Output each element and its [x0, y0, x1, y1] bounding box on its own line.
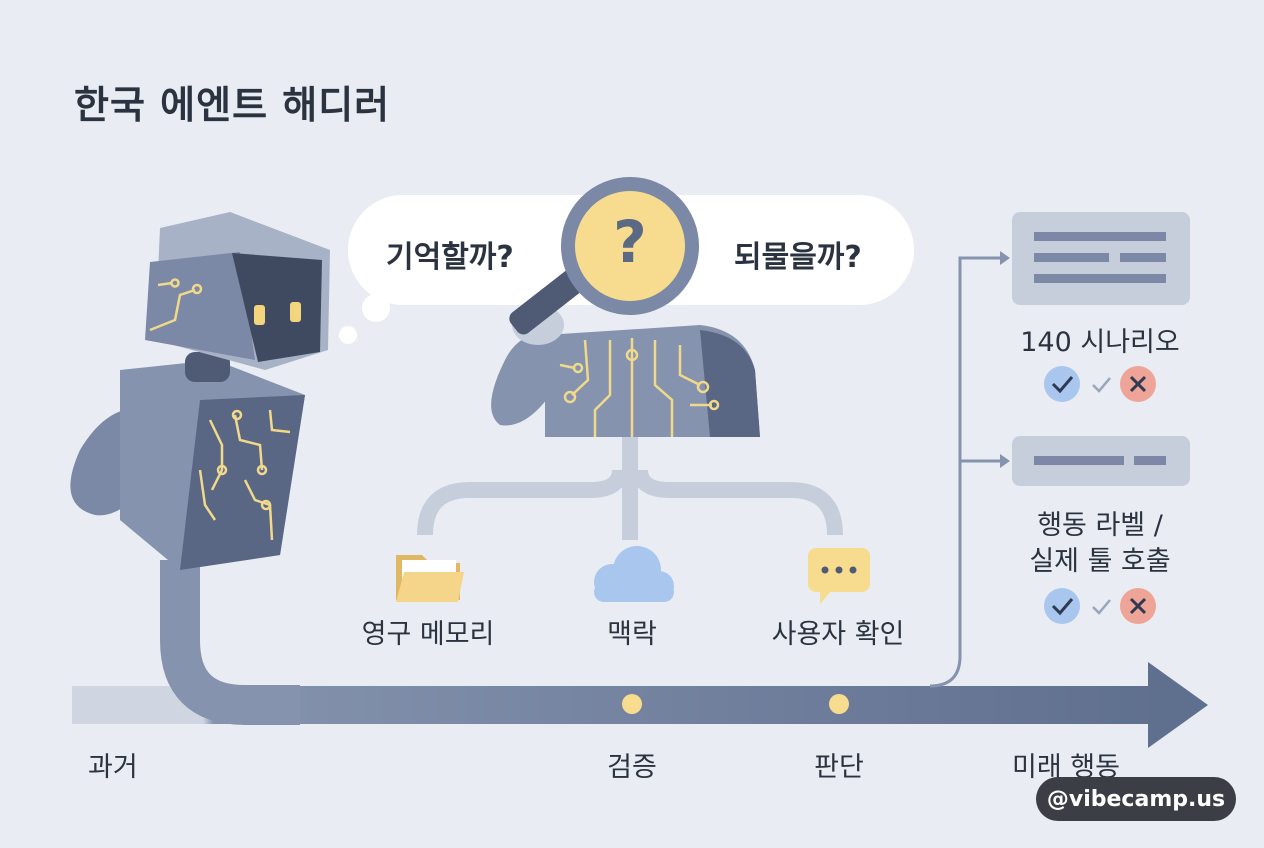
robot-path — [160, 560, 300, 725]
branch-tree — [417, 437, 843, 540]
watermark-badge: @vibecamp.us — [1036, 777, 1236, 821]
thinking-figure — [491, 177, 760, 437]
output-label-action-line2: 실제 툴 호출 — [1029, 546, 1171, 577]
timeline-label-judge: 판단 — [814, 752, 864, 783]
action-status — [1044, 588, 1156, 624]
page-title: 한국 에엔트 해디러 — [74, 83, 391, 127]
cloud-icon — [594, 546, 674, 602]
verify-dot — [622, 694, 642, 714]
chat-icon — [808, 548, 870, 604]
bubble-question-left: 기억할까? — [386, 240, 514, 275]
timeline-label-past: 과거 — [88, 752, 138, 783]
branch-label-user-confirm: 사용자 확인 — [771, 619, 905, 650]
output-connector — [929, 256, 1000, 688]
branch-label-context: 맥락 — [607, 619, 657, 650]
output-label-scenarios: 140 시나리오 — [1020, 327, 1180, 358]
folder-icon — [396, 555, 464, 602]
judge-dot — [829, 694, 849, 714]
scenario-status — [1044, 366, 1156, 402]
robot-figure — [70, 212, 330, 570]
timeline-label-verify: 검증 — [607, 752, 657, 783]
output-label-action-line1: 행동 라벨 / — [1037, 510, 1163, 541]
scenario-card — [1012, 212, 1190, 305]
bubble-question-right: 되물을까? — [734, 240, 862, 275]
question-mark-icon: ? — [613, 208, 647, 276]
branch-label-memory: 영구 메모리 — [361, 619, 495, 650]
action-card — [1012, 436, 1190, 486]
